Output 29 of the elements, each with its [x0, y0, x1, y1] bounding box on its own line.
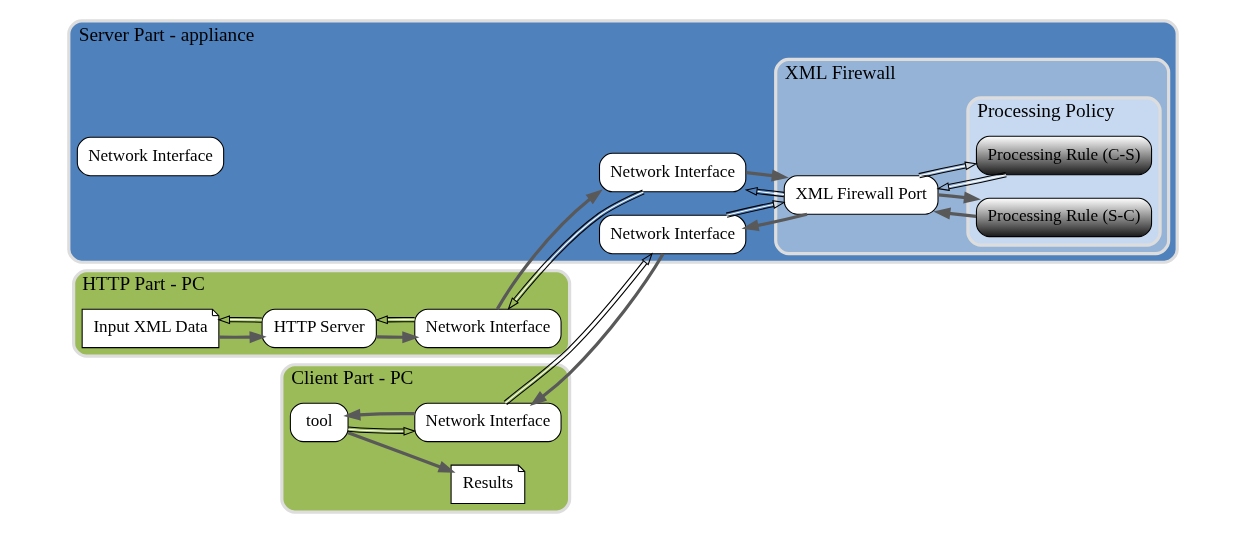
- node-box: Network Interface: [76, 136, 224, 177]
- arrow: [741, 212, 807, 232]
- arrow: [745, 169, 789, 182]
- arrow: [374, 315, 415, 325]
- node-box: Processing Rule (C-S): [975, 135, 1152, 176]
- node-box: Network Interface: [598, 214, 746, 255]
- arrow: [495, 189, 603, 310]
- node-box: tool: [289, 402, 349, 443]
- arrow: [917, 161, 978, 179]
- arrow: [725, 200, 786, 218]
- arrow: [507, 189, 645, 311]
- arrow: [342, 408, 415, 421]
- arrow: [529, 253, 664, 406]
- node-box: Network Interface: [413, 308, 562, 349]
- arrow: [347, 431, 456, 473]
- arrow: [346, 426, 416, 436]
- node-box: Network Interface: [413, 402, 562, 443]
- arrow: [216, 315, 262, 325]
- arrow: [932, 207, 976, 220]
- node-box: Network Interface: [598, 152, 746, 193]
- arrow: [744, 186, 785, 198]
- arrow: [937, 191, 981, 204]
- arrow: [376, 331, 419, 344]
- arrow: [502, 252, 653, 406]
- arrow: [935, 172, 1007, 191]
- node-box: XML Firewall Port: [783, 175, 939, 215]
- node-box: HTTP Server: [261, 308, 377, 349]
- arrow: [218, 331, 267, 344]
- node-box: Processing Rule (S-C): [975, 197, 1152, 238]
